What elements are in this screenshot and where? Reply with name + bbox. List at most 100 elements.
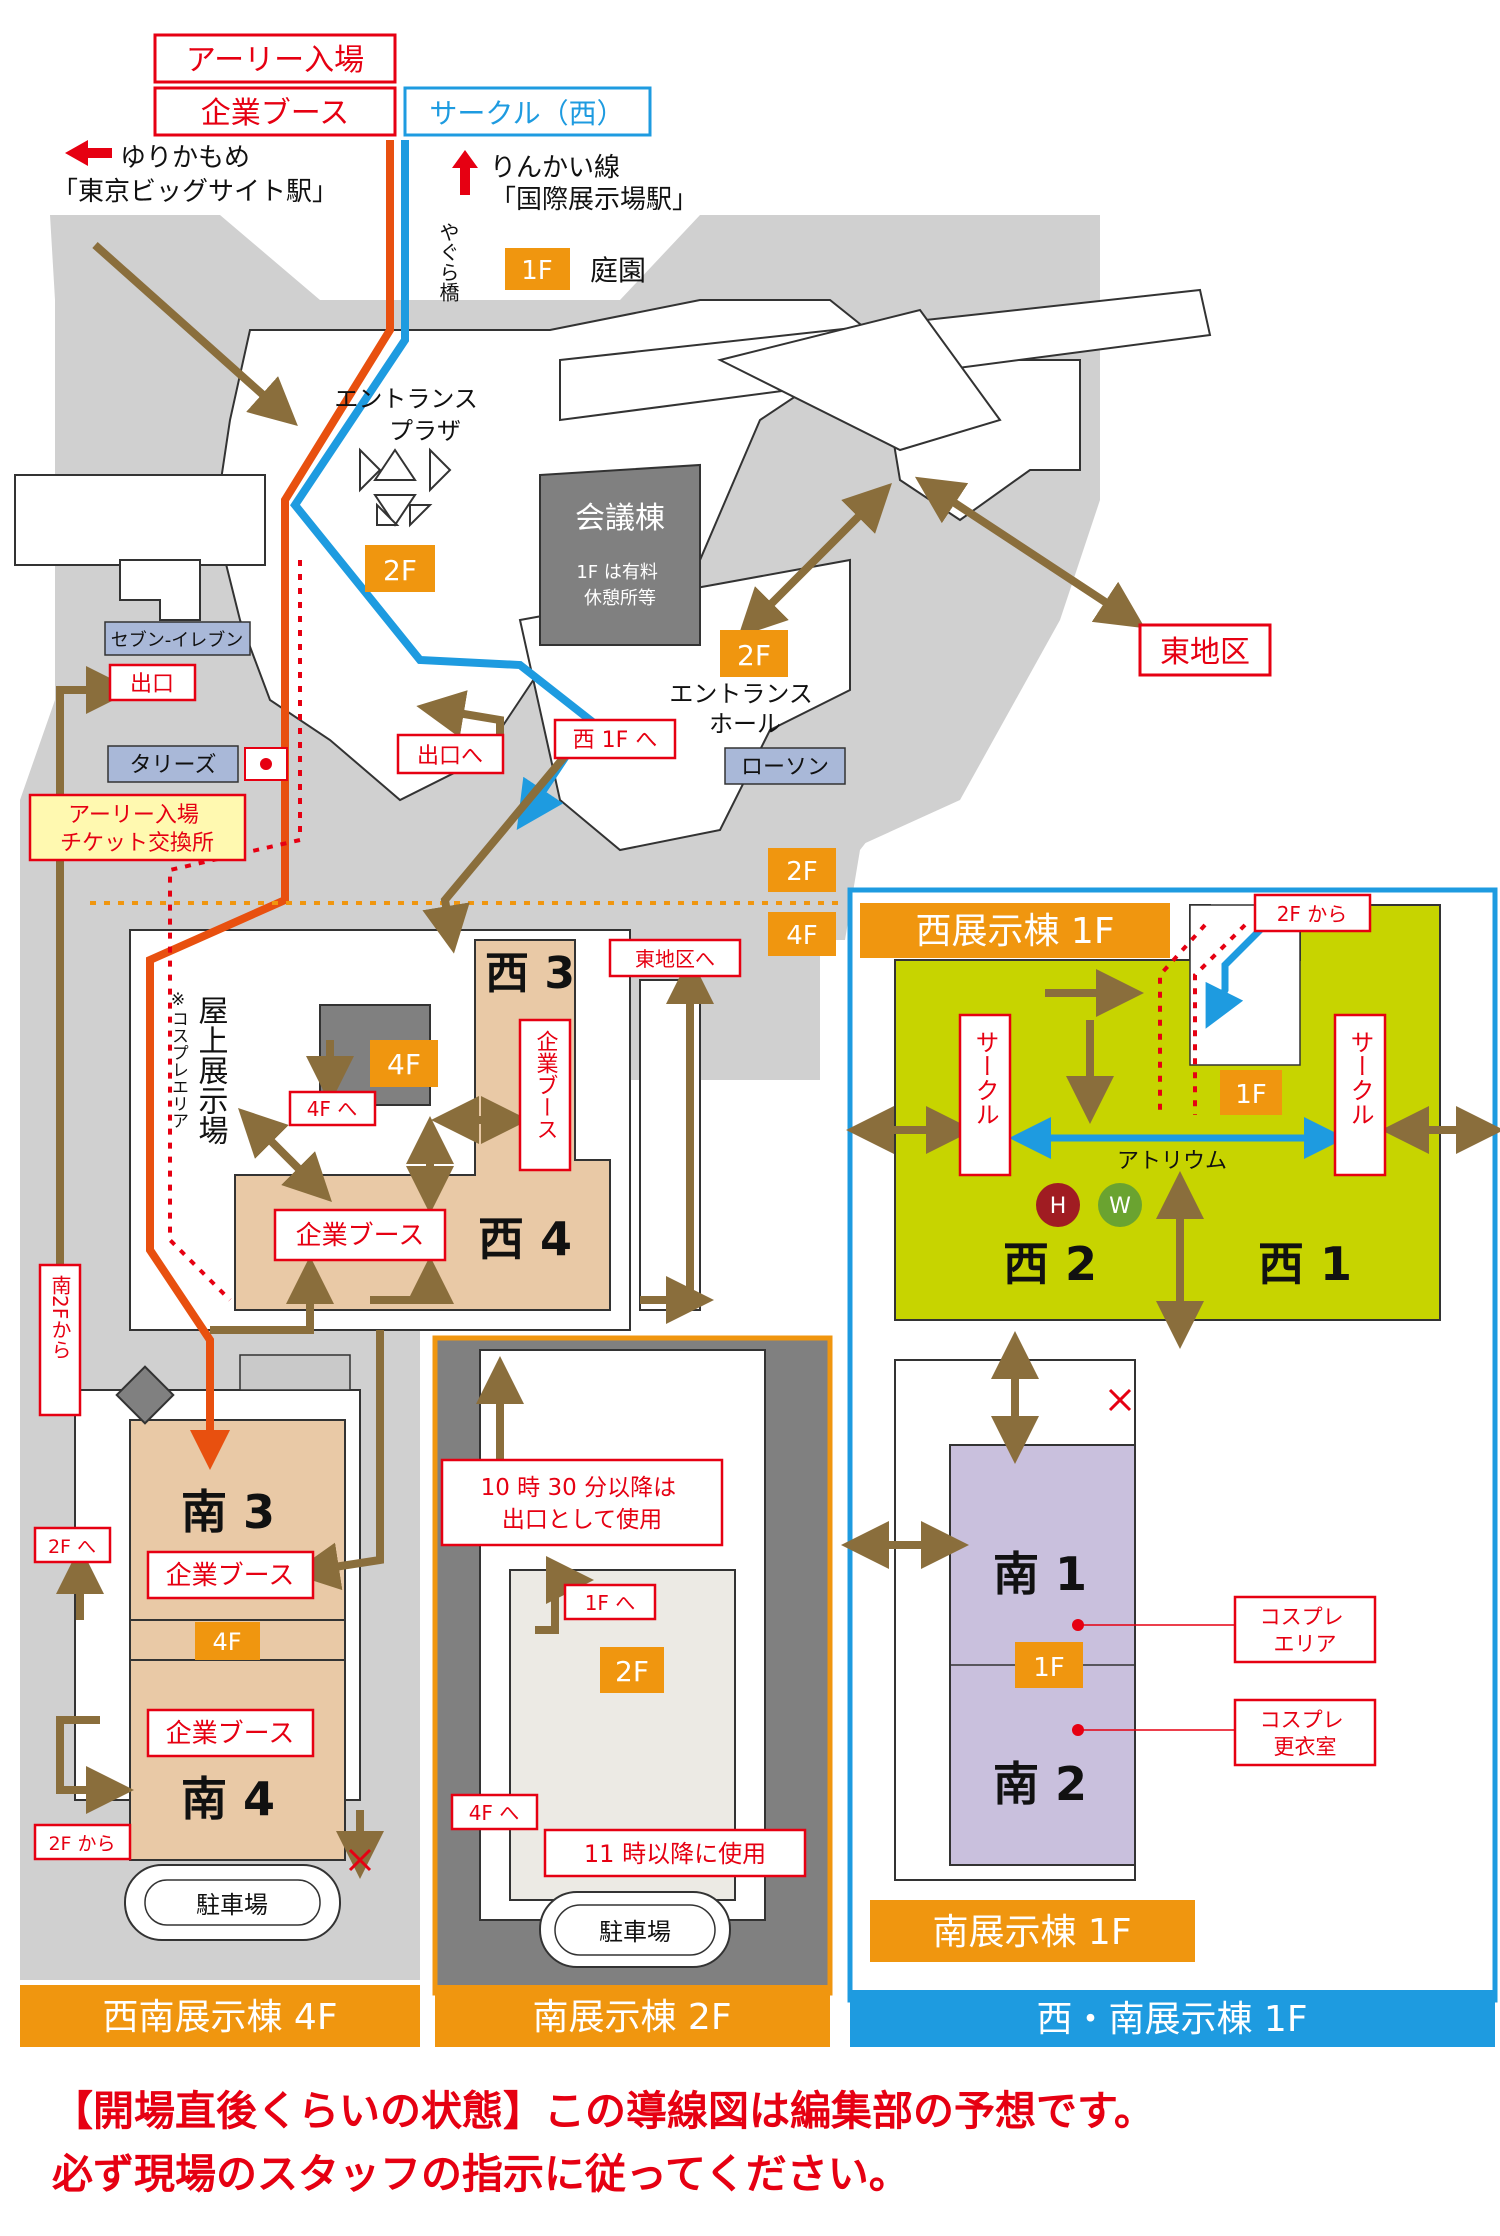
west-hall-title: 西展示棟 1F	[915, 911, 1114, 952]
ticket-exchange-dot	[260, 758, 272, 770]
seven-eleven-box	[104, 621, 251, 656]
west-south-1f-panel	[847, 887, 1498, 2003]
conference-building: 会議棟 1F は有料 休憩所等	[539, 463, 701, 646]
south-2f-labels: 10 時 30 分以降は 出口として使用 1F へ 2F 4F へ 11 時以降…	[440, 1458, 807, 1946]
rooftop-hall-label: 屋上展示場	[193, 995, 229, 1145]
from-2f-1f-box	[1253, 893, 1372, 933]
west-south-4f-title-bar	[20, 1985, 420, 2047]
entrance-hall-label: エントランス ホール	[669, 680, 820, 738]
exit-after-1030-line2: 出口として使用	[502, 1507, 662, 1533]
corporate-booth-box	[153, 86, 397, 137]
early-entry-route	[146, 140, 394, 1470]
to-1f-box	[563, 1583, 657, 1621]
arrow-exit-to	[416, 690, 504, 740]
west-1f-badge	[1220, 1070, 1282, 1115]
w-marker-label: W	[1109, 1194, 1131, 1219]
cosplay-changing-line1: コスプレ	[1260, 1708, 1344, 1732]
station-labels: ゆりかもめ 「東京ビッグサイト駅」 りんかい線 「国際展示場駅」	[52, 140, 698, 215]
to-east-area-label: 東地区へ	[635, 947, 715, 971]
parking-2f-label: 駐車場	[599, 1918, 671, 1946]
arrow-from-2f	[56, 1716, 134, 1814]
parking-4f-label: 駐車場	[196, 1891, 268, 1919]
west-4f-label: 4F	[387, 1048, 421, 1081]
exit-label: 出口	[130, 672, 174, 697]
west3-label: 西 3	[485, 948, 575, 999]
garden-label: 庭園	[590, 254, 646, 287]
arrow-1f-down	[535, 1556, 594, 1634]
hall-floor: 2F	[737, 639, 771, 672]
to-4f-label: 4F へ	[307, 1097, 358, 1121]
use-after-11-label: 11 時以降に使用	[584, 1840, 766, 1868]
arrow-booth-up	[210, 1256, 334, 1334]
conference-note-line1: 1F は有料	[576, 562, 658, 583]
exit-after-1030-line1: 10 時 30 分以降は	[481, 1475, 676, 1501]
south-2f-badge	[600, 1647, 664, 1693]
south4-booth-label: 企業ブース	[166, 1719, 295, 1749]
footer-line1: 【開場直後くらいの状態】この導線図は編集部の予想です。	[52, 2087, 1155, 2135]
cosplay-changing-box	[1233, 1698, 1377, 1767]
east-area-label: 東地区	[1160, 635, 1250, 670]
entrance-plaza-line1: エントランス	[334, 385, 478, 413]
conference-note: 1F は有料 休憩所等	[576, 562, 663, 609]
hw-markers: H W	[1036, 1183, 1142, 1227]
east-area-box	[1138, 623, 1272, 677]
h-marker-label: H	[1050, 1194, 1067, 1219]
west1-label: 西 1	[1258, 1237, 1352, 1291]
seven-eleven-label: セブン‐イレブン	[111, 629, 244, 651]
west-1f-badge-label: 1F	[1235, 1080, 1267, 1110]
arrow-south-up	[370, 1256, 454, 1304]
arrow-from-yurikamome	[92, 242, 298, 426]
cosplay-area-label: コスプレ エリア	[1260, 1605, 1351, 1656]
h-marker	[1036, 1183, 1080, 1227]
upper-map-labels: やぐら橋 1F 庭園 エントランス プラザ 2F 東地区 2F エントランス ホ…	[28, 222, 1272, 956]
queue-line-1	[168, 560, 302, 1302]
cosplay-changing-line2: 更衣室	[1274, 1735, 1337, 1759]
west-south-1f-labels: 西展示棟 1F 2F から サークル サークル 1F アトリウム 西 2 西 1…	[860, 893, 1387, 1962]
west-4f-badge	[370, 1040, 438, 1087]
west4-label: 西 4	[478, 1212, 572, 1266]
south2-label: 南 2	[993, 1757, 1087, 1811]
arrow-to-west4a	[238, 1108, 332, 1202]
entrance-plaza-line2: プラザ	[389, 417, 461, 445]
arrow-west3-down	[422, 747, 574, 954]
to-west-1f-box	[553, 718, 677, 760]
south-4f-label: 4F	[212, 1628, 241, 1656]
early-entry-box	[153, 33, 397, 84]
from-2f-label: 2F から	[48, 1833, 115, 1855]
west-south-4f-title: 西南展示棟 4F	[102, 1997, 337, 2038]
cosplay-area-line1: コスプレ	[1260, 1605, 1344, 1629]
to-2f-box	[33, 1526, 112, 1564]
arrow-exit-left	[56, 666, 134, 1330]
yagura-bridge: やぐら橋	[436, 222, 460, 303]
exit-after-1030-box	[440, 1458, 724, 1547]
atrium-arrows	[1009, 922, 1346, 1159]
arrow-to-south3	[291, 1330, 384, 1591]
from-2f-1f-label: 2F から	[1277, 902, 1348, 926]
south3-booth-box	[146, 1550, 315, 1600]
conference-note-line2: 休憩所等	[584, 588, 656, 609]
circle-west-box	[403, 86, 652, 137]
south1-label: 南 1	[993, 1547, 1087, 1601]
walk-arrows	[56, 242, 1500, 1879]
lawson-label: ローソン	[741, 755, 829, 780]
exit-to-label: 出口へ	[417, 744, 483, 769]
rinkai-line: りんかい線	[490, 153, 620, 183]
entrance-hall-line2: ホール	[709, 710, 781, 738]
circle-left-label: サークル	[971, 1030, 999, 1126]
south-hall-title-badge	[870, 1900, 1195, 1962]
south-hall-title: 南展示棟 1F	[932, 1912, 1131, 1953]
west3-booth-label: 企業ブース	[533, 1030, 559, 1140]
west-south-4f-labels: 西 3 企業ブース 東地区へ 屋上展示場 ※コスプレエリア 4F 4F へ 企業…	[33, 938, 742, 1919]
south4-booth-box	[146, 1708, 315, 1758]
atrium-label: アトリウム	[1117, 1149, 1227, 1174]
to-east-area-box	[608, 938, 742, 978]
west4-booth-label: 企業ブース	[296, 1221, 425, 1251]
arrow-from-2f-blue	[1205, 922, 1268, 1029]
arrow-east-2	[914, 476, 1146, 629]
to-4f-south-label: 4F へ	[469, 1801, 520, 1825]
arrow-east-1	[738, 483, 892, 637]
plaza-floor-badge	[365, 545, 435, 592]
cosplay-area-line2: エリア	[1274, 1632, 1337, 1656]
use-after-11-box	[543, 1828, 807, 1878]
